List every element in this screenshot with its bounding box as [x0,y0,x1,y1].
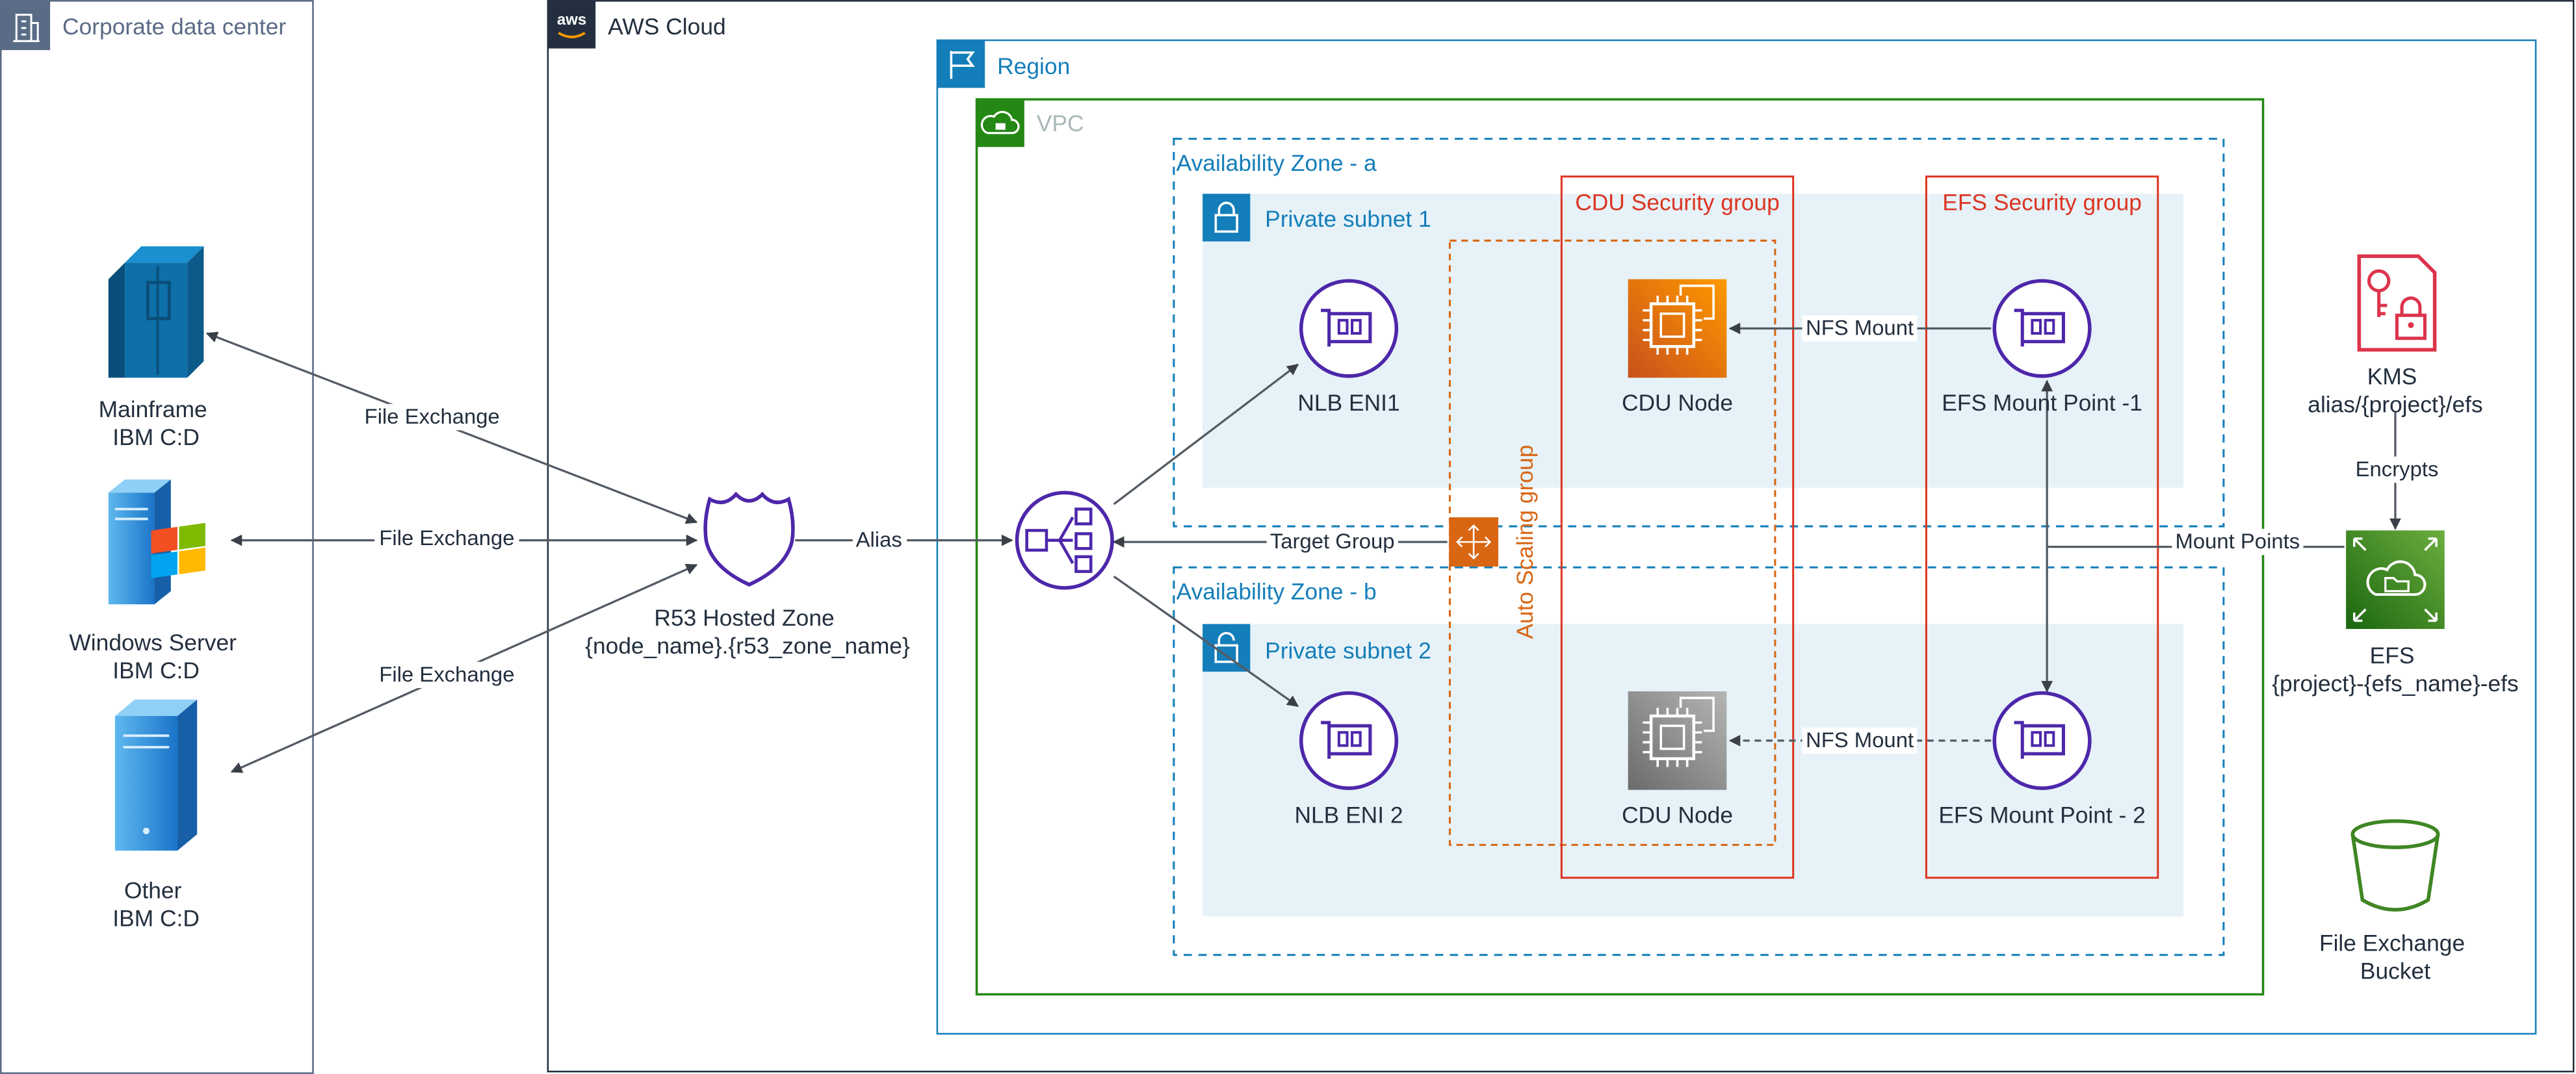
subnet-1-label: Private subnet 1 [1265,207,1431,232]
cdu-security-group: CDU Security group [1560,175,1795,879]
aws-cloud-group: aws AWS Cloud [547,0,2575,1073]
mainframe-node[interactable]: Mainframe IBM C:D [99,246,214,450]
efs-file-system-icon [2346,530,2445,630]
file-exchange-bucket-node[interactable]: File Exchange Bucket [2319,819,2471,984]
efs-sg-label: EFS Security group [1942,190,2142,216]
efs-mp1-label: EFS Mount Point -1 [1942,390,2142,416]
corporate-building-icon [1,1,51,51]
region-flag-icon [937,40,985,88]
edge-label-mount-points: Mount Points [2175,529,2300,553]
windows-server-icon [108,479,205,605]
edge-label-file-exchange-2: File Exchange [379,526,514,550]
windows-server-node[interactable]: Windows Server IBM C:D [69,479,242,684]
availability-zone-b: Availability Zone - b [1173,566,2225,956]
region-group: Region [936,39,2537,1035]
kms-node[interactable]: KMS alias/{project}/efs [2308,254,2483,417]
efs-node[interactable]: EFS {project}-{efs_name}-efs [2272,530,2519,697]
efs-mount-point-2-node[interactable]: EFS Mount Point - 2 [1938,691,2146,828]
ec2-instance-icon [1628,691,1727,790]
az-a-label: Availability Zone - a [1177,151,1377,176]
edge-label-target-group: Target Group [1270,529,1395,553]
asg-label: Auto Scaling group [1513,445,1538,639]
r53-label: R53 Hosted Zone {node_name}.{r53_zone_na… [585,606,910,659]
edge-label-nfs-mount-1: NFS Mount [1806,316,1914,340]
subnet-2-label: Private subnet 2 [1265,639,1431,664]
edge-label-encrypts: Encrypts [2356,457,2439,481]
edge-nlb-eni1 [1113,363,1299,505]
aws-logo-icon [547,1,596,49]
region-label: Region [997,54,1070,79]
cdu-node-1[interactable]: CDU Node [1622,279,1733,416]
mainframe-label: Mainframe IBM C:D [99,397,214,450]
edge-labels: File Exchange File Exchange File Exchang… [359,315,2448,754]
network-interface-icon [1992,279,2092,378]
network-interface-icon [1992,691,2092,790]
mainframe-icon [108,246,204,378]
vpc-label: VPC [1037,111,1084,136]
r53-hosted-zone-node[interactable]: R53 Hosted Zone {node_name}.{r53_zone_na… [585,491,910,659]
availability-zone-a: Availability Zone - a [1173,138,2225,528]
az-b-label: Availability Zone - b [1177,580,1377,605]
nlb-eni2-node[interactable]: NLB ENI 2 [1294,691,1403,828]
nlb-eni1-label: NLB ENI1 [1297,390,1399,416]
edge-label-file-exchange-3: File Exchange [379,662,514,686]
cdu-sg-label: CDU Security group [1575,190,1780,216]
other-server-node[interactable]: Other IBM C:D [112,699,200,932]
bucket-label: File Exchange Bucket [2319,930,2471,984]
efs-mount-point-1-node[interactable]: EFS Mount Point -1 [1942,279,2142,416]
other-label: Other IBM C:D [112,878,200,932]
s3-bucket-icon [2350,819,2440,912]
corporate-group-label: Corporate data center [62,14,286,40]
nlb-eni1-node[interactable]: NLB ENI1 [1297,279,1400,416]
other-server-icon [114,699,198,851]
cdu-node-2[interactable]: CDU Node [1622,691,1733,828]
efs-label: EFS {project}-{efs_name}-efs [2272,643,2519,697]
edge-label-alias: Alias [856,528,902,552]
load-balancer-icon [1015,491,1114,590]
route53-shield-icon [703,491,795,587]
network-interface-icon [1299,279,1399,378]
edge-label-file-exchange-1: File Exchange [365,404,500,428]
subnet-2-lock-icon [1203,624,1251,672]
cdu-node-2-label: CDU Node [1622,802,1733,828]
ec2-instance-icon [1628,279,1727,378]
subnet-1-lock-icon [1203,194,1251,242]
network-interface-icon [1299,691,1399,790]
edge-label-nfs-mount-2: NFS Mount [1806,728,1914,752]
auto-scaling-group: Auto Scaling group [1448,239,1776,846]
cdu-node-1-label: CDU Node [1622,390,1733,416]
nlb-eni2-label: NLB ENI 2 [1294,802,1403,828]
efs-mp2-label: EFS Mount Point - 2 [1938,802,2146,828]
corporate-data-center-group: Corporate data center [0,0,314,1074]
aws-cloud-label: AWS Cloud [608,14,726,40]
kms-key-icon [2357,254,2437,352]
efs-security-group: EFS Security group [1925,175,2159,879]
aws-logo-text: aws [557,11,586,29]
edge-nlb-eni2 [1113,575,1299,708]
nlb-node[interactable] [1015,491,1114,590]
windows-server-label: Windows Server IBM C:D [69,630,242,684]
kms-label: KMS alias/{project}/efs [2308,364,2482,417]
